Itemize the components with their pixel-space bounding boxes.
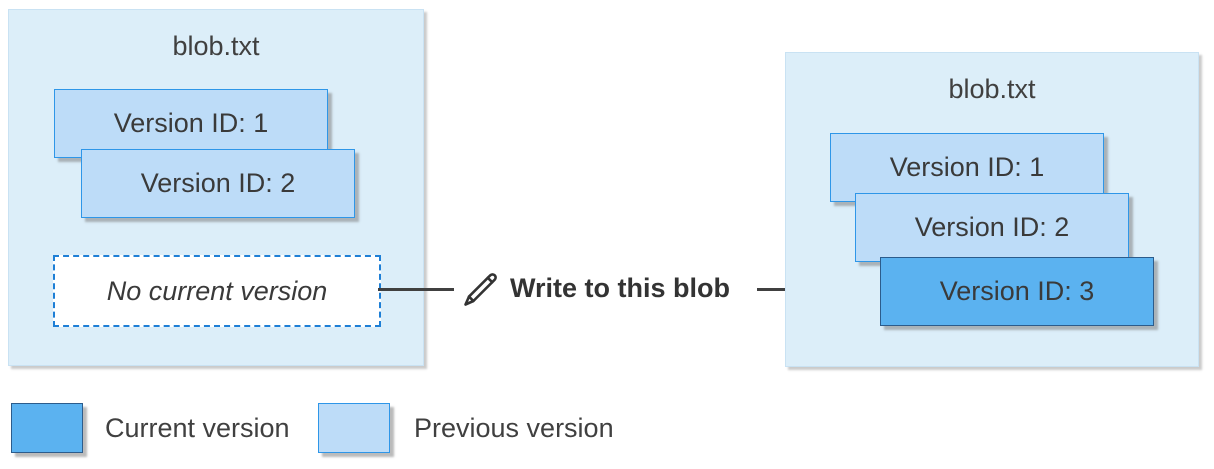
pencil-icon: [456, 266, 504, 314]
no-current-version-box: No current version: [53, 255, 381, 327]
legend-swatch-previous-version: [318, 403, 390, 453]
version-box-label: Version ID: 3: [939, 276, 1095, 306]
legend-label-previous-version: Previous version: [414, 412, 614, 443]
version-box-label: Version ID: 1: [113, 108, 269, 138]
version-box-previous-2: Version ID: 2: [81, 149, 355, 218]
version-box-previous-1: Version ID: 1: [830, 133, 1104, 202]
blob-before-title: blob.txt: [172, 31, 260, 61]
version-box-label: Version ID: 1: [889, 152, 1045, 182]
blob-before-container: blob.txt Version ID: 1 Version ID: 2 No …: [8, 9, 424, 366]
blob-after-title: blob.txt: [948, 74, 1036, 104]
blob-after-container: blob.txt Version ID: 1 Version ID: 2 Ver…: [785, 52, 1199, 367]
version-box-current: Version ID: 3: [880, 257, 1154, 326]
version-box-previous-2: Version ID: 2: [855, 193, 1129, 262]
legend-label-current-version: Current version: [105, 412, 290, 443]
version-box-previous-1: Version ID: 1: [54, 89, 328, 158]
version-box-label: Version ID: 2: [140, 168, 296, 198]
legend-swatch-current-version: [11, 403, 83, 453]
version-box-label: Version ID: 2: [914, 212, 1070, 242]
no-current-version-label: No current version: [106, 275, 328, 306]
connector-line-left: [378, 288, 454, 291]
write-action-label: Write to this blob: [510, 273, 730, 303]
